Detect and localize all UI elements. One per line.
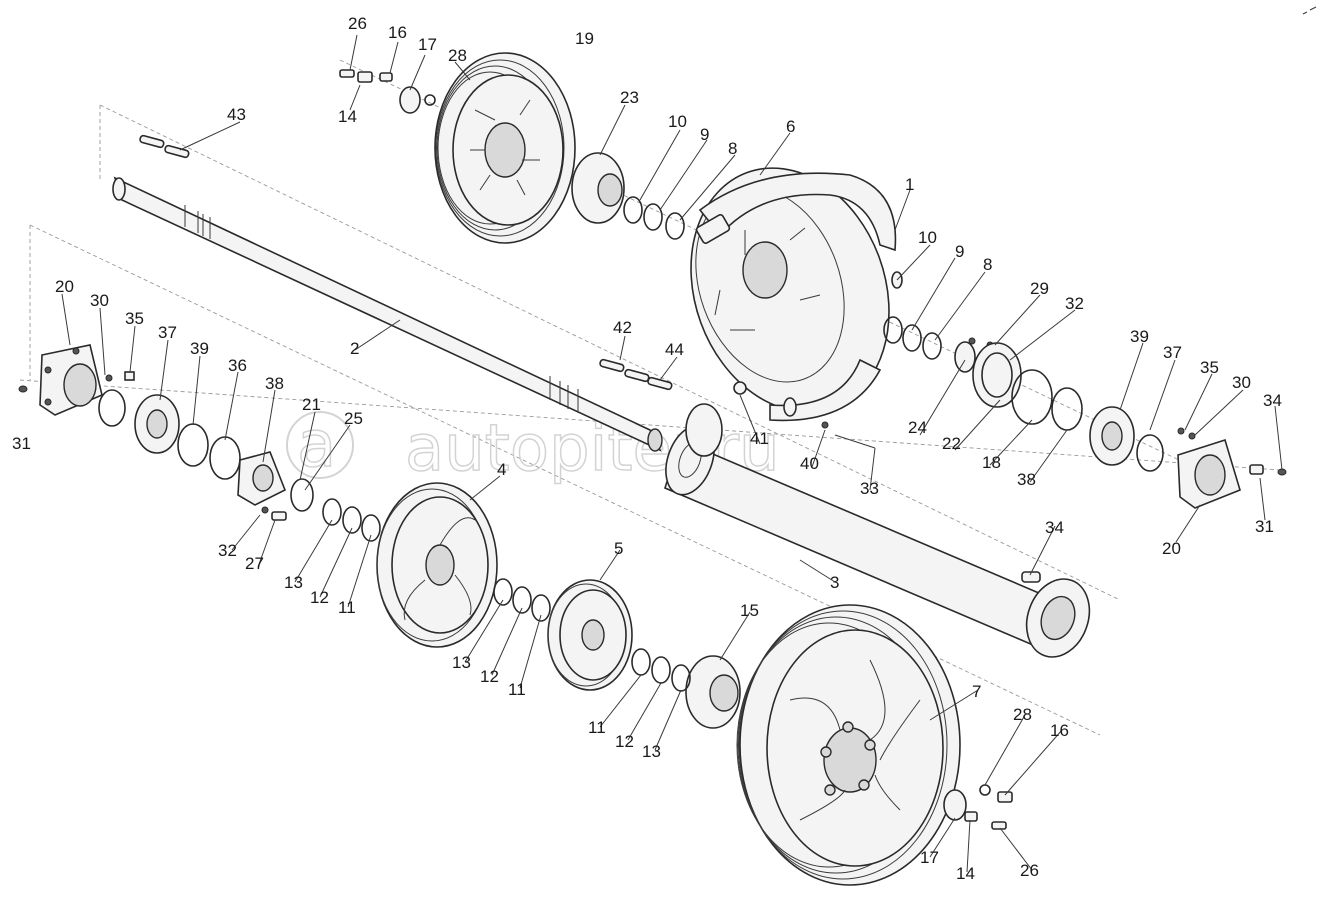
callout-35b: 35 — [1200, 358, 1219, 377]
pulley-part-4 — [376, 482, 498, 648]
callout-6: 6 — [786, 117, 795, 136]
callout-8b: 8 — [983, 255, 992, 274]
callout-44: 44 — [665, 340, 684, 359]
callout-23: 23 — [620, 88, 639, 107]
retaining-rings-groups — [322, 196, 942, 692]
callout-34a: 34 — [1263, 391, 1282, 410]
callout-28a: 28 — [448, 46, 467, 65]
callout-10a: 10 — [668, 112, 687, 131]
callout-27: 27 — [245, 554, 264, 573]
callout-32b: 32 — [218, 541, 237, 560]
callout-9b: 9 — [955, 242, 964, 261]
left-bearing-housing-group — [18, 344, 314, 521]
keys-parts-42-43-44 — [139, 134, 673, 391]
callout-37a: 37 — [158, 323, 177, 342]
right-bearing-housing-group — [954, 337, 1287, 509]
callout-16b: 16 — [1050, 721, 1069, 740]
callout-14a: 14 — [338, 107, 357, 126]
callout-31b: 31 — [1255, 517, 1274, 536]
callout-16a: 16 — [388, 23, 407, 42]
callout-33: 33 — [860, 479, 879, 498]
callout-12c: 12 — [615, 732, 634, 751]
pulley-part-7 — [736, 604, 961, 886]
callout-12b: 12 — [480, 667, 499, 686]
callout-25: 25 — [344, 409, 363, 428]
callout-26a: 26 — [348, 14, 367, 33]
callout-35a: 35 — [125, 309, 144, 328]
callout-5: 5 — [614, 539, 623, 558]
callout-labels: 26 16 17 28 19 14 43 23 10 9 8 6 1 10 9 … — [12, 14, 1282, 883]
callout-29: 29 — [1030, 279, 1049, 298]
callout-17b: 17 — [920, 848, 939, 867]
callout-30b: 30 — [1232, 373, 1251, 392]
callout-12a: 12 — [310, 588, 329, 607]
callout-31a: 31 — [12, 434, 31, 453]
callout-19: 19 — [575, 29, 594, 48]
callout-13c: 13 — [642, 742, 661, 761]
callout-34b: 34 — [1045, 518, 1064, 537]
callout-42: 42 — [613, 318, 632, 337]
callout-41: 41 — [750, 429, 769, 448]
hubs-parts-23-15 — [571, 152, 741, 729]
callout-37b: 37 — [1163, 343, 1182, 362]
callout-43: 43 — [227, 105, 246, 124]
callout-26b: 26 — [1020, 861, 1039, 880]
callout-3: 3 — [830, 573, 839, 592]
callout-20b: 20 — [1162, 539, 1181, 558]
callout-9a: 9 — [700, 125, 709, 144]
watermark-symbol: a — [297, 408, 336, 482]
callout-7: 7 — [972, 682, 981, 701]
callout-39a: 39 — [190, 339, 209, 358]
callout-24: 24 — [908, 418, 927, 437]
pulley-part-19 — [434, 52, 576, 244]
pulley-part-5 — [547, 579, 633, 691]
callout-36: 36 — [228, 356, 247, 375]
callout-38b: 38 — [1017, 470, 1036, 489]
callout-14b: 14 — [956, 864, 975, 883]
callout-20a: 20 — [55, 277, 74, 296]
tube-part-3 — [664, 424, 1091, 658]
fastener-hardware — [339, 69, 1013, 830]
callout-40: 40 — [800, 454, 819, 473]
callout-11c: 11 — [588, 718, 606, 737]
callout-13b: 13 — [452, 653, 471, 672]
callout-30a: 30 — [90, 291, 109, 310]
callout-11a: 11 — [338, 598, 356, 617]
callout-11b: 11 — [508, 680, 526, 699]
callout-21: 21 — [302, 395, 321, 414]
callout-18: 18 — [982, 453, 1001, 472]
callout-22: 22 — [942, 434, 961, 453]
callout-15: 15 — [740, 601, 759, 620]
assembly-axis-lines — [19, 59, 1281, 736]
callout-38a: 38 — [265, 374, 284, 393]
callout-10b: 10 — [918, 228, 937, 247]
callout-4: 4 — [497, 460, 506, 479]
callout-39b: 39 — [1130, 327, 1149, 346]
callout-8a: 8 — [728, 139, 737, 158]
callout-13a: 13 — [284, 573, 303, 592]
callout-2: 2 — [350, 339, 359, 358]
callout-1: 1 — [905, 175, 914, 194]
shaft-part-2 — [112, 176, 663, 452]
callout-32a: 32 — [1065, 294, 1084, 313]
belt-guard-part-1 — [690, 167, 903, 422]
callout-28b: 28 — [1013, 705, 1032, 724]
corner-mark — [1302, 6, 1317, 15]
callout-17a: 17 — [418, 35, 437, 54]
leader-lines — [61, 34, 1283, 873]
